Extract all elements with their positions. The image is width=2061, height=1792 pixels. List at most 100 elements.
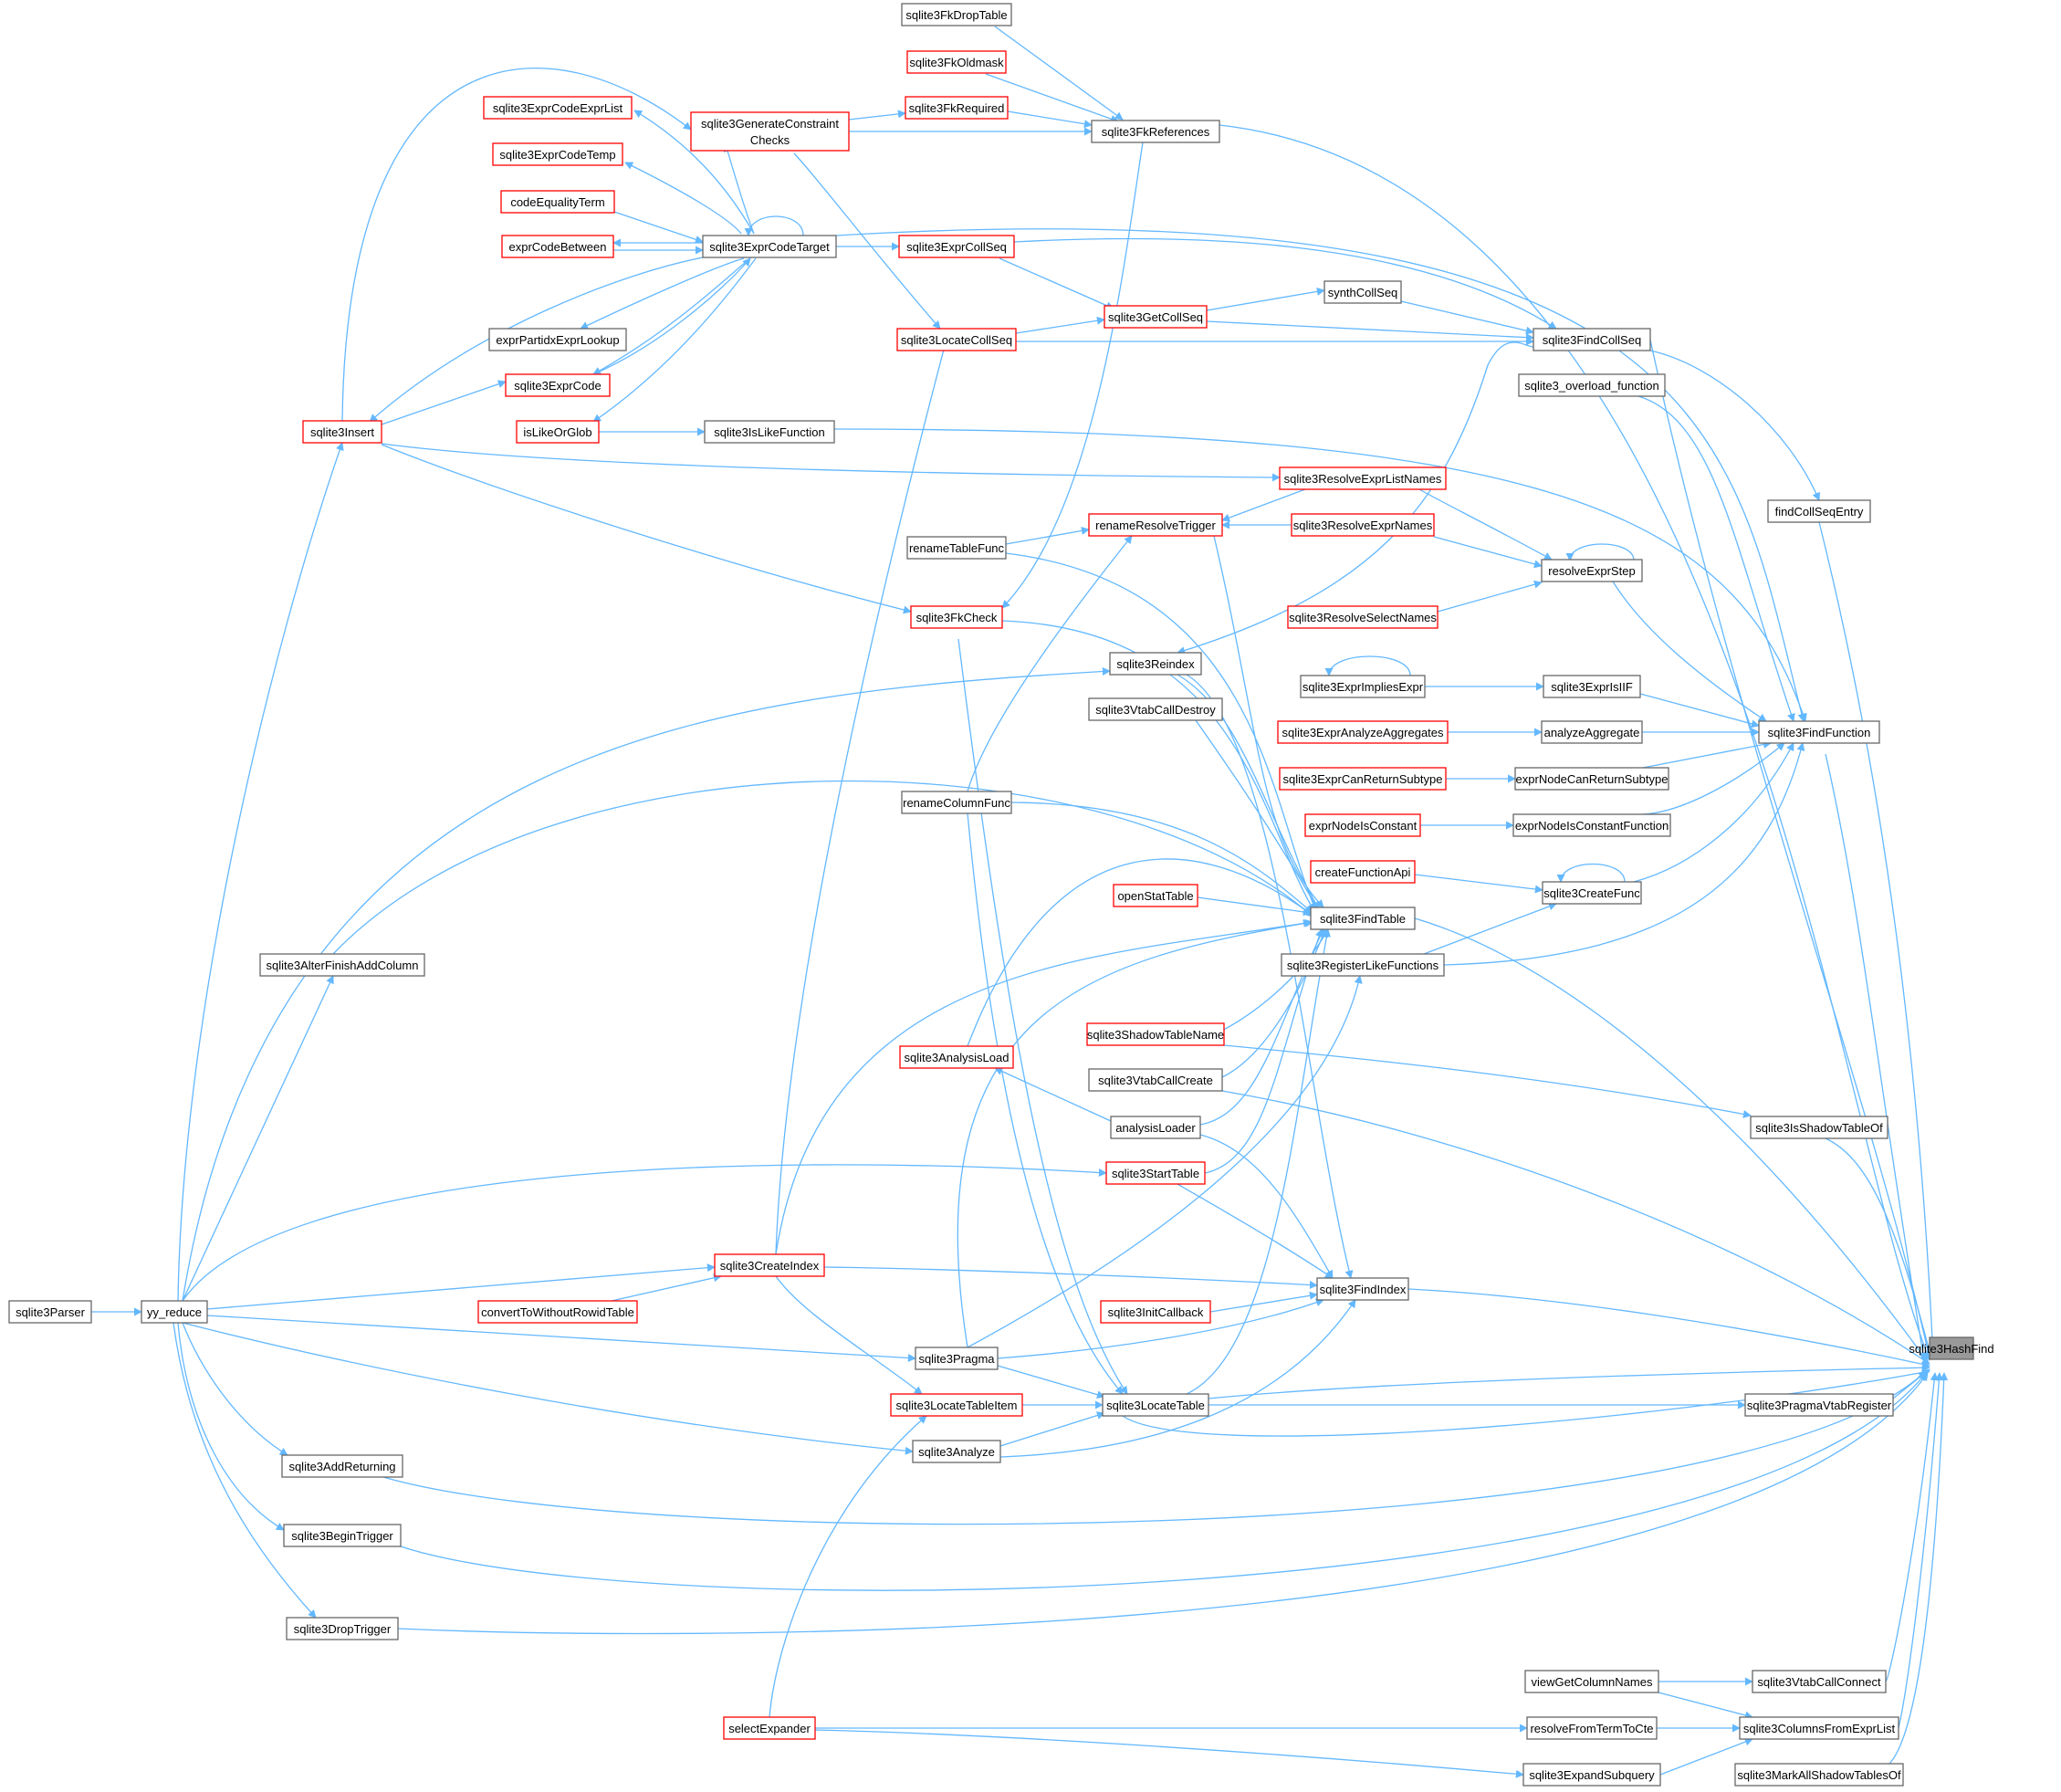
node-sqlite3ShadowTableName[interactable]: sqlite3ShadowTableName: [1086, 1022, 1225, 1046]
node-sqlite3MarkAllShadowTablesOf[interactable]: sqlite3MarkAllShadowTablesOf: [1734, 1763, 1904, 1787]
node-box[interactable]: [1102, 1393, 1209, 1417]
node-sqlite3FkOldmask[interactable]: sqlite3FkOldmask: [906, 50, 1007, 74]
node-sqlite3IsShadowTableOf[interactable]: sqlite3IsShadowTableOf: [1750, 1116, 1888, 1139]
node-box[interactable]: [1533, 328, 1651, 351]
node-sqlite3ExprCodeTarget[interactable]: sqlite3ExprCodeTarget: [702, 235, 837, 258]
node-box[interactable]: [302, 420, 382, 444]
node-sqlite3_overload_function[interactable]: sqlite3_overload_function: [1518, 373, 1666, 397]
node-createFunctionApi[interactable]: createFunctionApi: [1310, 860, 1416, 884]
node-isLikeOrGlob[interactable]: isLikeOrGlob: [516, 420, 600, 444]
node-box[interactable]: [492, 142, 623, 166]
node-box[interactable]: [1522, 1763, 1661, 1787]
node-sqlite3FkCheck[interactable]: sqlite3FkCheck: [910, 605, 1003, 629]
node-box[interactable]: [516, 420, 600, 444]
node-box[interactable]: [906, 536, 1007, 560]
node-sqlite3Analyze[interactable]: sqlite3Analyze: [912, 1440, 1001, 1463]
node-box[interactable]: [283, 1524, 402, 1547]
node-box[interactable]: [899, 1045, 1014, 1069]
node-box[interactable]: [1541, 720, 1643, 744]
node-codeEqualityTerm[interactable]: codeEqualityTerm: [500, 190, 615, 214]
node-box[interactable]: [483, 96, 633, 120]
node-exprNodeIsConstantFunction[interactable]: exprNodeIsConstantFunction: [1512, 813, 1671, 837]
node-box[interactable]: [901, 791, 1012, 814]
node-box[interactable]: [702, 235, 837, 258]
node-box[interactable]: [1739, 1716, 1899, 1740]
node-box[interactable]: [1310, 860, 1416, 884]
node-box[interactable]: [896, 328, 1017, 351]
node-box[interactable]: [1518, 373, 1666, 397]
node-yy_reduce[interactable]: yy_reduce: [141, 1300, 208, 1324]
node-sqlite3GetCollSeq[interactable]: sqlite3GetCollSeq: [1104, 305, 1208, 329]
node-viewGetColumnNames[interactable]: viewGetColumnNames: [1524, 1670, 1659, 1693]
node-box[interactable]: [910, 605, 1003, 629]
node-sqlite3AnalysisLoad[interactable]: sqlite3AnalysisLoad: [899, 1045, 1014, 1069]
node-sqlite3FindCollSeq[interactable]: sqlite3FindCollSeq: [1533, 328, 1651, 351]
node-box[interactable]: [141, 1300, 208, 1324]
node-box[interactable]: [500, 190, 615, 214]
node-sqlite3ExprCollSeq[interactable]: sqlite3ExprCollSeq: [898, 235, 1015, 258]
node-box[interactable]: [1310, 906, 1416, 930]
node-sqlite3FindTable[interactable]: sqlite3FindTable: [1310, 906, 1416, 930]
node-box[interactable]: [1109, 652, 1202, 676]
node-sqlite3ColumnsFromExprList[interactable]: sqlite3ColumnsFromExprList: [1739, 1716, 1899, 1740]
node-sqlite3RegisterLikeFunctions[interactable]: sqlite3RegisterLikeFunctions: [1281, 953, 1445, 977]
node-box[interactable]: [1104, 305, 1208, 329]
node-box[interactable]: [1113, 884, 1198, 907]
node-sqlite3ExpandSubquery[interactable]: sqlite3ExpandSubquery: [1522, 1763, 1661, 1787]
node-exprPartidxExprLookup[interactable]: exprPartidxExprLookup: [488, 328, 627, 351]
node-sqlite3FkDropTable[interactable]: sqlite3FkDropTable: [901, 3, 1012, 26]
node-box[interactable]: [505, 373, 611, 397]
node-exprNodeIsConstant[interactable]: exprNodeIsConstant: [1304, 813, 1421, 837]
node-sqlite3FkReferences[interactable]: sqlite3FkReferences: [1091, 120, 1220, 143]
node-box[interactable]: [477, 1300, 638, 1324]
node-box[interactable]: [901, 3, 1012, 26]
node-box[interactable]: [1752, 1670, 1887, 1693]
node-sqlite3FindIndex[interactable]: sqlite3FindIndex: [1316, 1277, 1409, 1301]
node-box[interactable]: [281, 1454, 403, 1478]
node-synthCollSeq[interactable]: synthCollSeq: [1323, 280, 1402, 304]
node-box[interactable]: [259, 953, 425, 977]
node-sqlite3AlterFinishAddColumn[interactable]: sqlite3AlterFinishAddColumn: [259, 953, 425, 977]
node-box[interactable]: [501, 235, 614, 258]
node-box[interactable]: [690, 111, 850, 152]
node-sqlite3ResolveSelectNames[interactable]: sqlite3ResolveSelectNames: [1287, 605, 1439, 629]
node-box[interactable]: [1105, 1161, 1206, 1185]
node-box[interactable]: [1279, 767, 1447, 791]
node-sqlite3ResolveExprListNames[interactable]: sqlite3ResolveExprListNames: [1279, 466, 1447, 490]
node-sqlite3VtabCallCreate[interactable]: sqlite3VtabCallCreate: [1088, 1068, 1223, 1092]
node-findCollSeqEntry[interactable]: findCollSeqEntry: [1767, 499, 1871, 523]
node-sqlite3ExprImpliesExpr[interactable]: sqlite3ExprImpliesExpr: [1300, 675, 1426, 698]
node-sqlite3ExprCodeTemp[interactable]: sqlite3ExprCodeTemp: [492, 142, 623, 166]
node-box[interactable]: [1524, 1670, 1659, 1693]
node-box[interactable]: [1287, 605, 1439, 629]
node-box[interactable]: [723, 1716, 816, 1740]
node-sqlite3HashFind[interactable]: sqlite3HashFind: [1909, 1336, 1994, 1360]
node-box[interactable]: [1088, 513, 1223, 537]
node-box[interactable]: [1304, 813, 1421, 837]
node-box[interactable]: [1744, 1393, 1894, 1417]
node-box[interactable]: [286, 1617, 399, 1640]
node-sqlite3ResolveExprNames[interactable]: sqlite3ResolveExprNames: [1291, 513, 1435, 537]
node-exprCodeBetween[interactable]: exprCodeBetween: [501, 235, 614, 258]
node-box[interactable]: [912, 1440, 1001, 1463]
node-sqlite3ExprCode[interactable]: sqlite3ExprCode: [505, 373, 611, 397]
node-box[interactable]: [1316, 1277, 1409, 1301]
node-box[interactable]: [1512, 813, 1671, 837]
node-box[interactable]: [1758, 720, 1880, 744]
node-box[interactable]: [1929, 1336, 1974, 1360]
node-sqlite3AddReturning[interactable]: sqlite3AddReturning: [281, 1454, 403, 1478]
node-box[interactable]: [1526, 1716, 1658, 1740]
node-box[interactable]: [1300, 675, 1426, 698]
node-resolveFromTermToCte[interactable]: resolveFromTermToCte: [1526, 1716, 1658, 1740]
node-sqlite3InitCallback[interactable]: sqlite3InitCallback: [1100, 1300, 1211, 1324]
node-box[interactable]: [8, 1300, 92, 1324]
node-selectExpander[interactable]: selectExpander: [723, 1716, 816, 1740]
node-box[interactable]: [1086, 1022, 1225, 1046]
node-sqlite3ExprAnalyzeAggregates[interactable]: sqlite3ExprAnalyzeAggregates: [1277, 720, 1449, 744]
node-box[interactable]: [906, 50, 1007, 74]
node-sqlite3ExprCanReturnSubtype[interactable]: sqlite3ExprCanReturnSubtype: [1279, 767, 1447, 791]
node-box[interactable]: [1750, 1116, 1888, 1139]
node-box[interactable]: [1088, 697, 1223, 721]
node-box[interactable]: [1323, 280, 1402, 304]
